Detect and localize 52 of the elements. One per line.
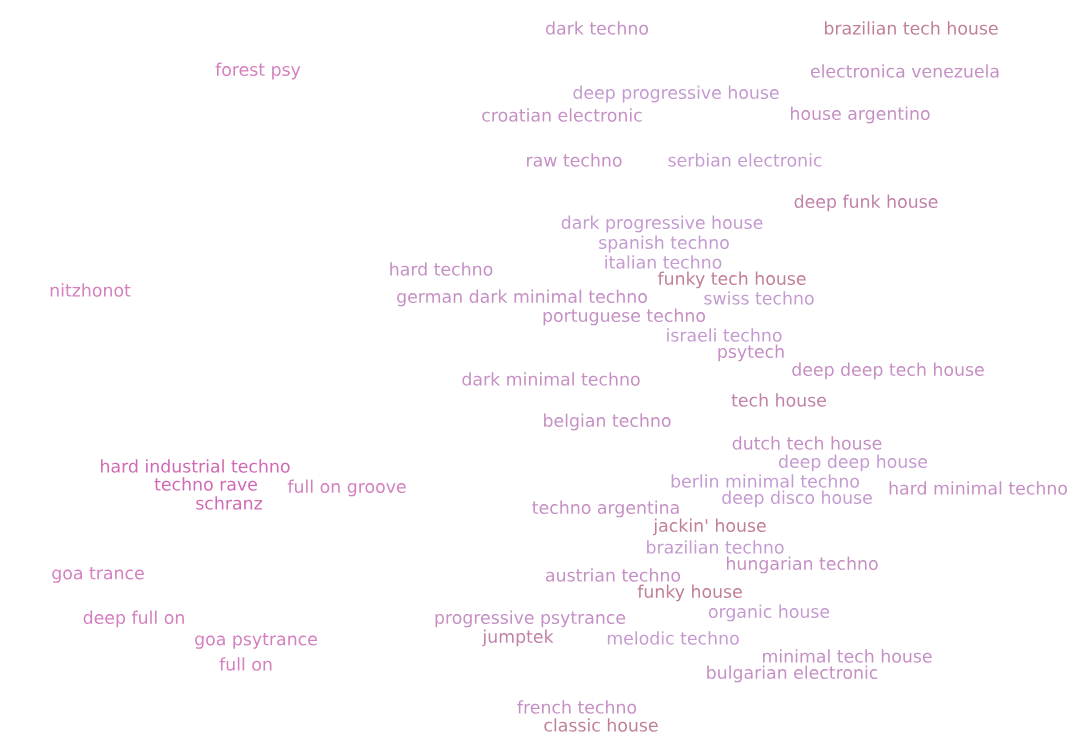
genre-label: techno argentina bbox=[532, 500, 679, 518]
genre-label: forest psy bbox=[215, 62, 301, 80]
genre-label: funky tech house bbox=[657, 271, 806, 289]
genre-label: melodic techno bbox=[607, 631, 739, 645]
genre-label: austrian techno bbox=[546, 568, 681, 582]
genre-label: serbian electronic bbox=[668, 153, 822, 167]
genre-label: hard minimal techno bbox=[889, 481, 1067, 495]
genre-label: jumptek bbox=[482, 629, 554, 647]
genre-label: schranz bbox=[196, 496, 262, 510]
genre-label: deep full on bbox=[83, 610, 184, 628]
genre-label: bulgarian electronic bbox=[707, 665, 878, 683]
genre-label: brazilian techno bbox=[647, 540, 784, 554]
genre-label: progressive psytrance bbox=[435, 610, 626, 628]
genre-label: berlin minimal techno bbox=[671, 474, 859, 488]
genre-label: israeli techno bbox=[667, 328, 782, 342]
genre-label: jackin' house bbox=[653, 518, 766, 536]
genre-label: spanish techno bbox=[599, 235, 729, 253]
genre-label: german dark minimal techno bbox=[397, 289, 647, 307]
genre-label: hard industrial techno bbox=[101, 459, 290, 473]
genre-label: nitzhonot bbox=[50, 283, 131, 297]
genre-label: minimal tech house bbox=[763, 649, 932, 663]
genre-label: deep funk house bbox=[794, 194, 938, 212]
genre-label: deep deep tech house bbox=[792, 362, 984, 380]
genre-label: swiss techno bbox=[704, 291, 814, 305]
genre-label: dutch tech house bbox=[732, 436, 882, 450]
genre-label: croatian electronic bbox=[482, 108, 642, 122]
genre-label: full on bbox=[219, 657, 272, 671]
genre-label: dark minimal techno bbox=[462, 372, 640, 386]
genre-label: tech house bbox=[731, 393, 826, 407]
genre-label: house argentino bbox=[791, 106, 930, 124]
genre-label: goa trance bbox=[52, 567, 144, 583]
genre-label: dark techno bbox=[546, 21, 648, 35]
genre-label: hard techno bbox=[390, 262, 493, 276]
genre-label: goa psytrance bbox=[195, 633, 317, 649]
genre-label: deep progressive house bbox=[573, 85, 779, 103]
genre-label: brazilian tech house bbox=[825, 21, 998, 35]
genre-label: deep disco house bbox=[722, 490, 872, 508]
genre-label: classic house bbox=[544, 718, 658, 732]
genre-label: portuguese techno bbox=[543, 308, 705, 326]
genre-label: italian techno bbox=[605, 255, 722, 269]
genre-label: deep deep house bbox=[779, 454, 928, 472]
genre-label: raw techno bbox=[527, 153, 622, 167]
genre-label: full on groove bbox=[287, 479, 406, 497]
genre-label: belgian techno bbox=[544, 413, 671, 431]
genre-label: organic house bbox=[708, 604, 830, 622]
genre-label: dark progressive house bbox=[561, 215, 763, 233]
genre-label: psytech bbox=[718, 344, 784, 362]
genre-label: techno rave bbox=[154, 477, 257, 491]
genre-label: electronica venezuela bbox=[810, 64, 999, 78]
genre-label: french techno bbox=[517, 700, 637, 714]
genre-label: hungarian techno bbox=[726, 556, 878, 574]
genre-label: funky house bbox=[637, 584, 742, 602]
